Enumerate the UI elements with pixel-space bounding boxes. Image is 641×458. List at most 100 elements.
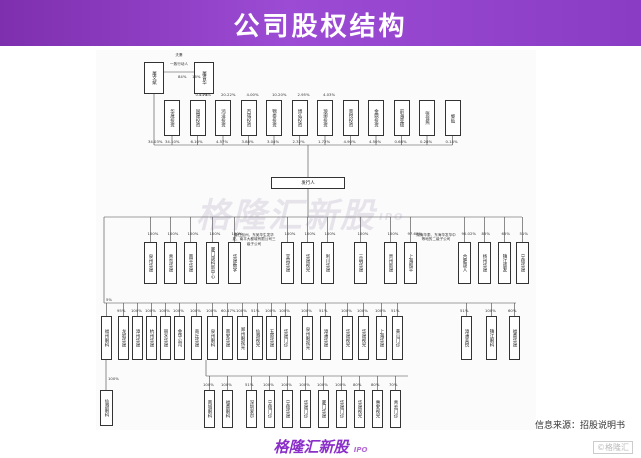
level2-pct: 100% — [173, 308, 184, 313]
level2-pct: 100% — [236, 308, 247, 313]
level1-box: 泉州华晟 — [144, 242, 157, 284]
shareholder-upper-pct: 4.03% — [323, 92, 336, 97]
level2-pct: 100% — [159, 308, 170, 313]
level3-box: 惠安视光 — [372, 390, 383, 428]
level1-box: 贵州新晟 — [384, 242, 397, 284]
level1-pct: 51% — [519, 231, 528, 236]
level1-pct: 65% — [501, 231, 510, 236]
shareholder-box: 前海亚德 — [393, 100, 410, 136]
shareholder-upper-pct: 10.20% — [272, 92, 287, 97]
level2-pct: 100% — [265, 308, 276, 313]
level2-box: 福鼎华晟 — [509, 316, 520, 360]
level2-pct: 5% — [106, 297, 113, 302]
level1-pct: 100% — [324, 231, 336, 236]
level1-pct: 100% — [387, 231, 399, 236]
mid-pct: 100% — [108, 376, 119, 381]
level2-pct: 60.47% — [221, 308, 236, 313]
shareholder-box: 金鼎投资 — [368, 100, 384, 136]
level2-box: 龙岩华晟 — [118, 316, 129, 360]
shareholder-pct: 4.90% — [343, 139, 356, 144]
shareholder-upper-pct: 4.00% — [246, 92, 259, 97]
level3-pct: 100% — [335, 382, 346, 387]
level3-pct: 100% — [317, 382, 328, 387]
shareholder-box: 张佳燕 — [419, 100, 435, 136]
shareholder-box: 景悦投资 — [342, 100, 359, 136]
level1-box: 南平华晟 — [184, 242, 197, 284]
level3-box: 深圳爱尔 — [246, 390, 257, 428]
level2-pct: 100% — [301, 308, 312, 313]
person-pct: 34.03% — [148, 139, 163, 144]
shareholder-upper-pct: 0.73% — [195, 92, 208, 97]
level3-box: 华晟门诊 — [300, 390, 311, 428]
level1-pct: 100% — [231, 231, 243, 236]
level2-pct: 100% — [206, 308, 217, 313]
level1-pct: 100% — [357, 231, 369, 236]
level2-pct: 100% — [485, 308, 496, 313]
level1-pct: 100% — [209, 231, 221, 236]
level1-pct: 100% — [167, 231, 179, 236]
level3-pct: 100% — [203, 382, 214, 387]
person-box-left: 屠文斌 — [144, 62, 164, 94]
level3-box: 南城眼科 — [204, 390, 215, 428]
level3-box: 福鼎眼科 — [222, 390, 233, 428]
level2-pct: 51% — [460, 308, 469, 313]
pct-direct: 0.73% — [199, 92, 212, 97]
level1-box: 青岛华晟 — [164, 242, 177, 284]
shareholder-box: 国晟投资 — [189, 100, 206, 136]
shareholder-pct: 0.68% — [394, 139, 407, 144]
shareholder-box: 锦泰投资 — [266, 100, 282, 136]
level3-pct: 80% — [353, 382, 362, 387]
level2-box: 华晟视光 — [342, 316, 353, 360]
level1-pct: 100% — [147, 231, 159, 236]
level1-box: 厦门晟科新中心 — [206, 242, 219, 284]
level2-box: 华晟视光 — [358, 316, 369, 360]
level2-pct: 60% — [508, 308, 517, 313]
shareholder-box: 博弘投资 — [291, 100, 308, 136]
level3-box: 宁德华晟 — [282, 390, 293, 428]
level1-pct: 90.02% — [461, 231, 476, 236]
level2-box: 黄山门诊 — [392, 316, 403, 360]
shareholder-box: 琅琊投资 — [317, 100, 333, 136]
level2-box: 福州眼科 — [101, 316, 112, 360]
level2-box: 泉州眼视光 — [302, 316, 313, 360]
footer-brand: 格隆汇新股 — [273, 438, 349, 456]
pct-right: 16% — [192, 74, 201, 79]
corner-badge: ©格隆汇 — [593, 441, 633, 454]
shareholder-pct: 2.32% — [292, 139, 305, 144]
pct-left-to-right: 84% — [178, 74, 187, 79]
level3-pct: 70% — [389, 382, 398, 387]
concert-party-label: 一致行动人 — [170, 62, 188, 66]
level1-box: 华晟数字 — [228, 242, 241, 284]
shareholder-box: 鸿泽投资 — [215, 100, 231, 136]
level2-box: 金华公司 — [174, 316, 185, 360]
level1-pct: 100% — [284, 231, 296, 236]
level2-pct: 100% — [131, 308, 142, 313]
level2-box: 南安华晟 — [222, 316, 233, 360]
level1-pct: 100% — [304, 231, 316, 236]
level2-box: 漳浦美悦 — [461, 316, 472, 360]
level2-box: 漳州华晟 — [132, 316, 143, 360]
source-note: 信息来源：招股说明书 — [534, 421, 625, 431]
level2-box: 漳浦华晟 — [320, 316, 331, 360]
level1-box: 利川华晟 — [321, 242, 334, 284]
level2-box: 华晟门诊 — [280, 316, 291, 360]
level2-pct: 100% — [357, 308, 368, 313]
level2-pct: 100% — [375, 308, 386, 313]
shareholder-box: 黎灿 — [444, 100, 461, 136]
level3-pct: 100% — [263, 382, 274, 387]
shareholder-box: 百瑞投资 — [240, 100, 257, 136]
shareholder-pct: 3.88% — [241, 139, 254, 144]
note-right: 湖南华泰、东海华发华中等地的二级子公司 — [416, 233, 456, 242]
shareholder-pct: 6.10% — [190, 139, 203, 144]
level2-box: 仙游视光 — [252, 316, 263, 360]
title-banner: 公司股权结构 — [0, 0, 641, 46]
level2-pct: 100% — [190, 308, 201, 313]
mid-box: 仙游眼科 — [100, 390, 113, 426]
level2-pct: 51% — [251, 308, 260, 313]
shareholder-pct: 3.04% — [267, 139, 280, 144]
level1-box: 合肥晟人 — [458, 242, 471, 284]
level3-box: 厦门华晟 — [318, 390, 329, 428]
level2-pct: 100% — [279, 308, 290, 313]
issuer-box: 发行人 — [271, 177, 345, 189]
